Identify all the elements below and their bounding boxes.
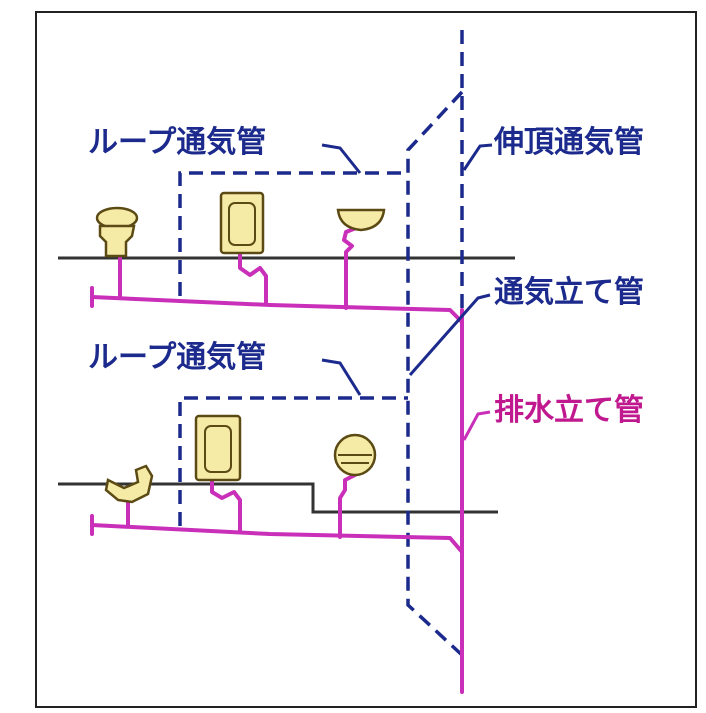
leader-vent-stack (408, 293, 491, 376)
leader-loop-vent-upper (321, 143, 362, 174)
western-toilet-icon (95, 206, 139, 258)
leader-loop-vent-lower (321, 358, 362, 396)
wall-urinal-icon (219, 191, 265, 255)
diagram-frame (35, 11, 697, 708)
upper-loop-vent (178, 171, 408, 296)
leader-stack-vent (462, 143, 493, 171)
wash-basin-icon (336, 208, 386, 232)
label-loop-vent-lower: ループ通気管 (88, 340, 266, 375)
lower-urinal-trap (210, 478, 242, 534)
leader-drain-stack (462, 410, 491, 441)
label-loop-vent-upper: ループ通気管 (88, 125, 266, 160)
upper-sink-trap (342, 226, 358, 310)
lower-floor-line (58, 482, 498, 514)
upper-branch-drain (90, 295, 464, 324)
round-basin-icon (333, 433, 377, 477)
lower-sink-trap (338, 473, 357, 539)
upper-urinal-trap (238, 250, 268, 306)
japanese-toilet-icon (104, 464, 154, 504)
lower-branch-drain (90, 523, 464, 554)
wall-urinal-icon (194, 414, 242, 482)
label-drain-stack: 排水立て管 (494, 393, 644, 428)
label-vent-stack: 通気立て管 (494, 275, 644, 310)
label-stack-vent: 伸頂通気管 (493, 125, 644, 160)
